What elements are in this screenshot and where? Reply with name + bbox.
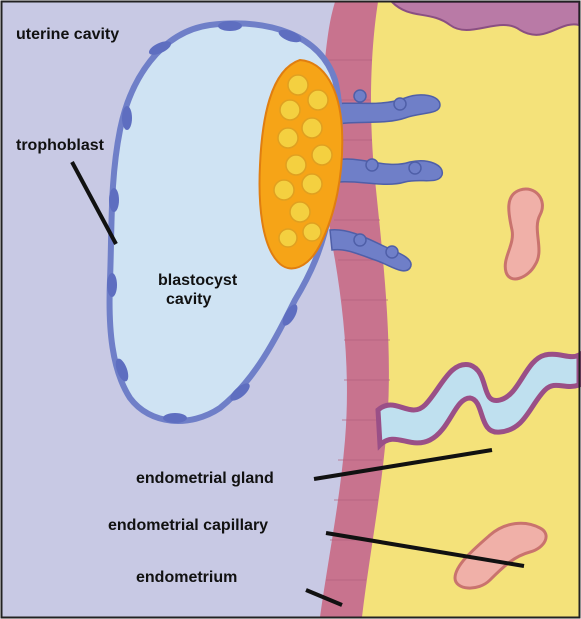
endometrial-gland-label: endometrial gland	[136, 469, 274, 488]
endometrium-label: endometrium	[136, 568, 237, 587]
trophoblast-label: trophoblast	[16, 136, 104, 155]
uterine-cavity-label: uterine cavity	[16, 25, 119, 44]
blastocyst-cavity-label-line1: blastocyst	[158, 271, 237, 290]
blastocyst-cavity-label-line2: cavity	[158, 290, 237, 309]
endometrial-capillary-label: endometrial capillary	[108, 516, 268, 535]
blastocyst-cavity-label: blastocyst cavity	[158, 271, 237, 309]
